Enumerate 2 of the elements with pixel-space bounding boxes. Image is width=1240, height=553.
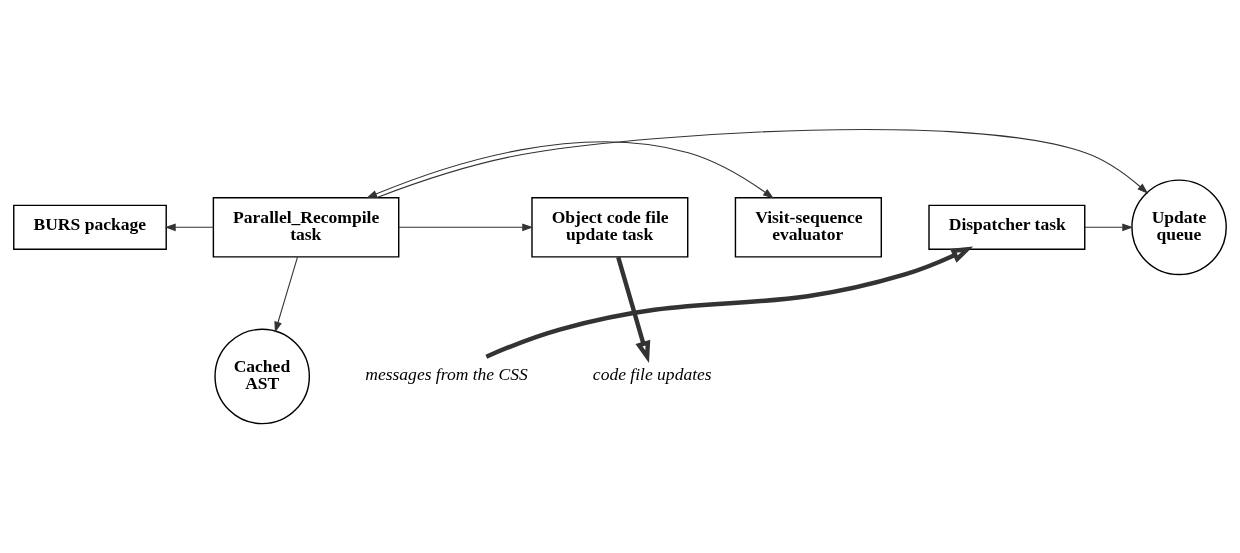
node-text: code file updates xyxy=(592,363,712,384)
node-text: messages from the CSS xyxy=(365,363,528,384)
